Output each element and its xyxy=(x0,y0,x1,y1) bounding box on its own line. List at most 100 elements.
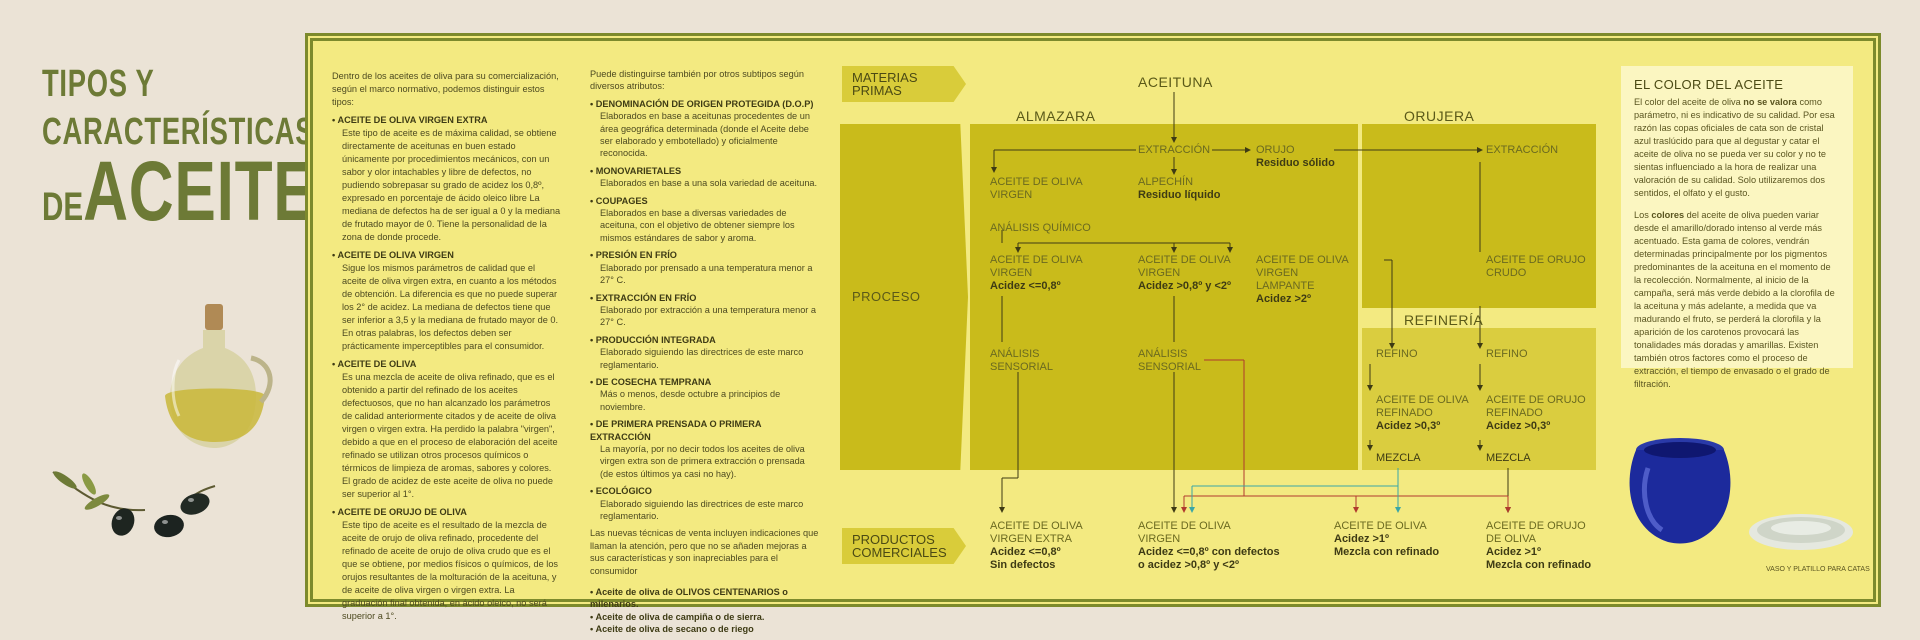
line: ACEITE DE OLIVA xyxy=(990,176,1083,188)
label-refineria: REFINERÍA xyxy=(1404,312,1484,328)
item-heading: ECOLÓGICO xyxy=(590,485,820,497)
item-heading: PRESIÓN EN FRÍO xyxy=(590,249,820,261)
color-heading: EL COLOR DEL ACEITE xyxy=(1634,77,1784,92)
item-text: Elaborados en base a diversas variedades… xyxy=(600,208,795,243)
item-text: Este tipo de aceite es de máxima calidad… xyxy=(342,128,561,242)
orujo-value: Residuo sólido xyxy=(1256,157,1335,169)
tag-line: COMERCIALES xyxy=(852,545,947,560)
orujera-box xyxy=(1362,124,1596,308)
item-text: Este tipo de aceite es el resultado de l… xyxy=(342,520,559,621)
line: ANÁLISIS xyxy=(990,348,1040,360)
col2-intro: Puede distinguirse también por otros sub… xyxy=(590,69,804,92)
tasting-saucer-illustration xyxy=(1749,514,1853,550)
item-heading: ACEITE DE ORUJO DE OLIVA xyxy=(332,506,562,519)
bullet-item: Aceite de oliva de OLIVOS CENTENARIOS o … xyxy=(590,586,820,611)
item-heading: ACEITE DE OLIVA xyxy=(332,358,562,371)
item-text: Elaborados en base a una sola variedad d… xyxy=(600,178,818,189)
emphasis: no se valora xyxy=(1743,97,1797,107)
tag-line: PRODUCTOS xyxy=(852,532,935,547)
label-refino-2: REFINO xyxy=(1486,348,1528,360)
bullet-item: Aceite de oliva de secano o de riego xyxy=(590,623,820,635)
text: Los xyxy=(1634,210,1652,220)
text: como parámetro, ni es indicativo de su c… xyxy=(1634,97,1835,198)
item-heading: DE PRIMERA PRENSADA O PRIMERA EXTRACCIÓN xyxy=(590,418,820,443)
line: VIRGEN xyxy=(1138,267,1181,279)
line: VIRGEN xyxy=(1256,267,1299,279)
value: Acidez >0,8º y <2º xyxy=(1138,280,1232,292)
value: Acidez >0,3º xyxy=(1376,420,1441,432)
line: ACEITE DE OLIVA xyxy=(1256,254,1349,266)
value: Acidez <=0,8º xyxy=(990,280,1061,292)
line: SENSORIAL xyxy=(990,361,1053,373)
line: ACEITE DE ORUJO xyxy=(1486,394,1586,406)
text: El color del aceite de oliva xyxy=(1634,97,1744,107)
item-text: Elaborado siguiendo las directrices de e… xyxy=(600,498,804,521)
col2-item: DE PRIMERA PRENSADA O PRIMERA EXTRACCIÓN… xyxy=(590,418,820,480)
col1-intro: Dentro de los aceites de oliva para su c… xyxy=(332,71,559,107)
item-heading: COUPAGES xyxy=(590,195,820,207)
value: Acidez >2º xyxy=(1256,293,1312,305)
value: Acidez <=0,8º xyxy=(990,546,1061,558)
color-paragraph-2: Los colores del aceite de oliva pueden v… xyxy=(1634,209,1840,391)
label-orujera: ORUJERA xyxy=(1404,108,1475,124)
item-text: Elaborado por extracción a una temperatu… xyxy=(600,304,817,328)
label-mezcla-2: MEZCLA xyxy=(1486,452,1531,464)
label-extraccion-orujera: EXTRACCIÓN xyxy=(1486,144,1559,156)
label-mezcla-1: MEZCLA xyxy=(1376,452,1421,464)
item-heading: PRODUCCIÓN INTEGRADA xyxy=(590,334,820,346)
line: DE OLIVA xyxy=(1486,533,1536,545)
line: ACEITE DE OLIVA xyxy=(1138,254,1231,266)
value: Sin defectos xyxy=(990,559,1056,571)
emphasis: colores xyxy=(1651,210,1685,220)
line: REFINADO xyxy=(1486,407,1543,419)
line: VIRGEN xyxy=(990,267,1033,279)
line: SENSORIAL xyxy=(1138,361,1201,373)
line: CRUDO xyxy=(1486,267,1527,279)
value: o acidez >0,8º y <2º xyxy=(1138,559,1239,571)
item-heading: DENOMINACIÓN DE ORIGEN PROTEGIDA (D.O.P) xyxy=(590,98,820,110)
line: VIRGEN xyxy=(1138,533,1181,545)
color-paragraph-1: El color del aceite de oliva no se valor… xyxy=(1634,96,1840,200)
line: ACEITE DE OLIVA xyxy=(1138,520,1231,532)
orujo-title: ORUJO xyxy=(1256,144,1295,156)
tag-line: MATERIAS xyxy=(852,70,918,85)
item-text: Más o menos, desde octubre a principios … xyxy=(600,389,781,412)
item-text: Elaborado siguiendo las directrices de e… xyxy=(600,347,804,370)
bullet-item: Aceite de oliva de campiña o de sierra. xyxy=(590,611,820,623)
alpechin-title: ALPECHÍN xyxy=(1138,176,1194,188)
label-extraccion: EXTRACCIÓN xyxy=(1138,144,1211,156)
value: Acidez >0,3º xyxy=(1486,420,1551,432)
value: Mezcla con refinado xyxy=(1486,559,1592,571)
label-aceituna: ACEITUNA xyxy=(1138,74,1213,90)
tasting-glass-illustration xyxy=(1629,438,1731,544)
label-almazara: ALMAZARA xyxy=(1016,108,1096,124)
subtypes-column: Puede distinguirse también por otros sub… xyxy=(590,68,820,636)
item-text: Elaborado por prensado a una temperatura… xyxy=(600,262,813,286)
value: Acidez <=0,8º con defectos xyxy=(1138,546,1280,558)
almazara-box xyxy=(970,124,1358,470)
title-de: DE xyxy=(42,185,84,229)
line: REFINADO xyxy=(1376,407,1433,419)
item-heading: EXTRACCIÓN EN FRÍO xyxy=(590,292,820,304)
